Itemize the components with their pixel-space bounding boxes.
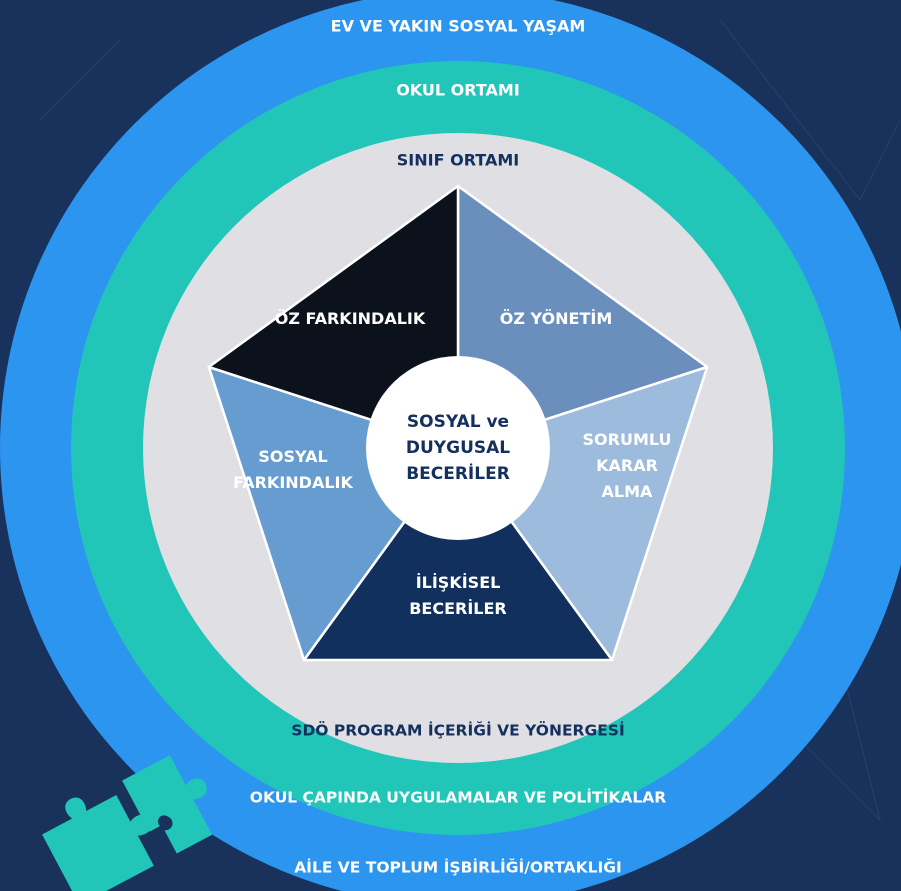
inner-ring-bottom-label: SDÖ PROGRAM İÇERİĞİ VE YÖNERGESİ [291, 721, 624, 740]
segment-label-self-awareness: ÖZ FARKINDALIK [275, 309, 426, 328]
middle-ring-top-label: OKUL ORTAMI [396, 81, 520, 100]
middle-ring-bottom-label: OKUL ÇAPINDA UYGULAMALAR VE POLİTİKALAR [250, 788, 666, 807]
inner-ring-top-label: SINIF ORTAMI [397, 151, 519, 170]
outer-ring-bottom-label: AİLE VE TOPLUM İŞBİRLİĞİ/ORTAKLIĞI [294, 858, 622, 877]
outer-ring-top-label: EV VE YAKIN SOSYAL YAŞAM [331, 17, 586, 36]
center-circle [366, 356, 550, 540]
puzzle-icon [42, 755, 213, 891]
segment-label-self-management: ÖZ YÖNETİM [500, 309, 613, 328]
